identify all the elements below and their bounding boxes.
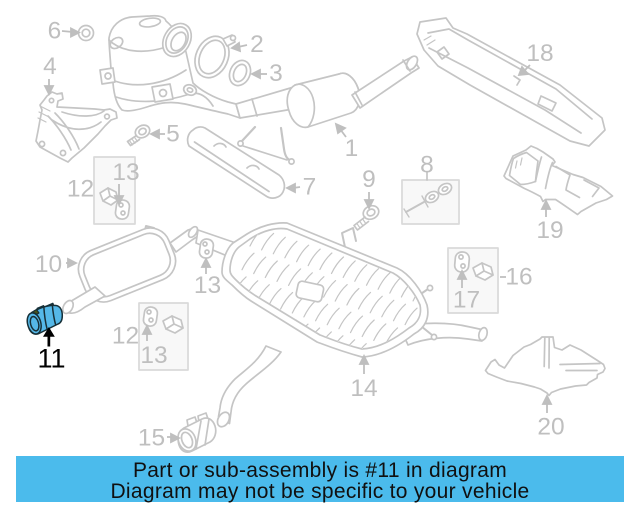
svg-text:14: 14 bbox=[350, 375, 377, 402]
svg-text:4: 4 bbox=[43, 53, 57, 80]
svg-text:19: 19 bbox=[536, 217, 563, 244]
svg-text:20: 20 bbox=[537, 414, 564, 441]
svg-text:5: 5 bbox=[166, 121, 180, 148]
svg-text:12: 12 bbox=[112, 323, 139, 350]
svg-text:10: 10 bbox=[35, 251, 62, 278]
svg-text:17: 17 bbox=[453, 287, 480, 314]
svg-text:8: 8 bbox=[420, 152, 434, 179]
svg-text:Diagram may not be specific to: Diagram may not be specific to your vehi… bbox=[110, 480, 529, 503]
svg-text:2: 2 bbox=[250, 31, 264, 58]
svg-text:13: 13 bbox=[194, 272, 221, 299]
svg-text:1: 1 bbox=[345, 135, 359, 162]
svg-text:16: 16 bbox=[505, 264, 532, 291]
svg-text:13: 13 bbox=[112, 159, 139, 186]
svg-text:6: 6 bbox=[48, 18, 62, 45]
svg-text:12: 12 bbox=[67, 176, 94, 203]
svg-text:7: 7 bbox=[303, 174, 317, 201]
svg-text:18: 18 bbox=[526, 40, 553, 67]
svg-text:15: 15 bbox=[138, 425, 165, 452]
svg-text:Part or sub-assembly is #11 in: Part or sub-assembly is #11 in diagram bbox=[133, 459, 507, 482]
svg-text:11: 11 bbox=[37, 344, 65, 374]
svg-text:3: 3 bbox=[269, 60, 283, 87]
svg-text:9: 9 bbox=[362, 166, 376, 193]
svg-text:13: 13 bbox=[140, 342, 167, 369]
